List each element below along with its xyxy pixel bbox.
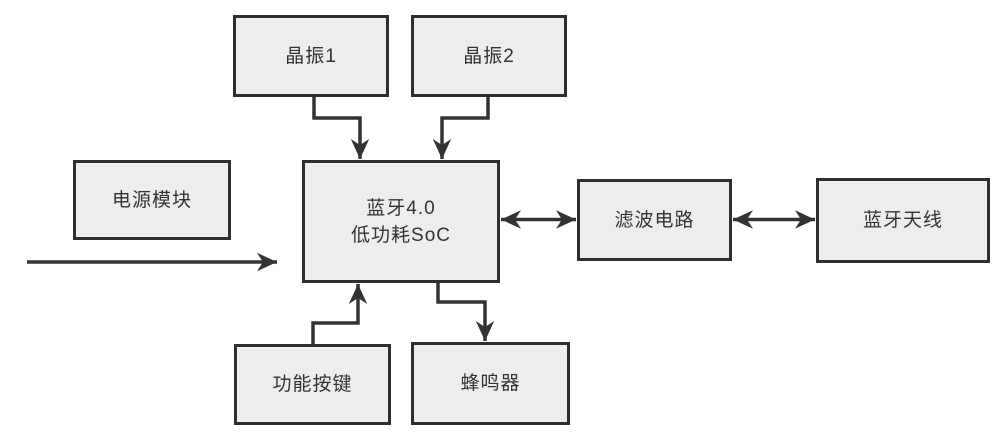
node-label: 蓝牙4.0 低功耗SoC [351, 195, 451, 249]
node-label: 滤波电路 [614, 209, 695, 231]
node-crystal-oscillator-1: 晶振1 [233, 15, 389, 97]
edge-crystal1-soc [312, 97, 370, 159]
node-label: 晶振1 [285, 45, 337, 67]
edge-crystal2-soc [432, 97, 490, 159]
node-label: 功能按键 [272, 374, 353, 395]
node-bluetooth-antenna: 蓝牙天线 [816, 178, 990, 263]
node-label: 蓝牙天线 [862, 210, 943, 231]
node-label: 蜂鸣器 [460, 373, 521, 394]
node-label-line1: 蓝牙4.0 [366, 197, 436, 219]
node-buzzer: 蜂鸣器 [411, 342, 570, 425]
node-label: 晶振2 [463, 45, 515, 67]
node-label: 电源模块 [111, 189, 192, 211]
node-filter-circuit: 滤波电路 [577, 179, 732, 261]
node-function-button: 功能按键 [234, 344, 391, 425]
node-label-line2: 低功耗SoC [351, 224, 451, 246]
node-bluetooth-soc: 蓝牙4.0 低功耗SoC [302, 160, 500, 283]
edge-soc-buzzer [436, 283, 495, 341]
node-power-module: 电源模块 [73, 160, 231, 240]
edge-button-soc [311, 284, 368, 344]
node-crystal-oscillator-2: 晶振2 [411, 15, 567, 97]
